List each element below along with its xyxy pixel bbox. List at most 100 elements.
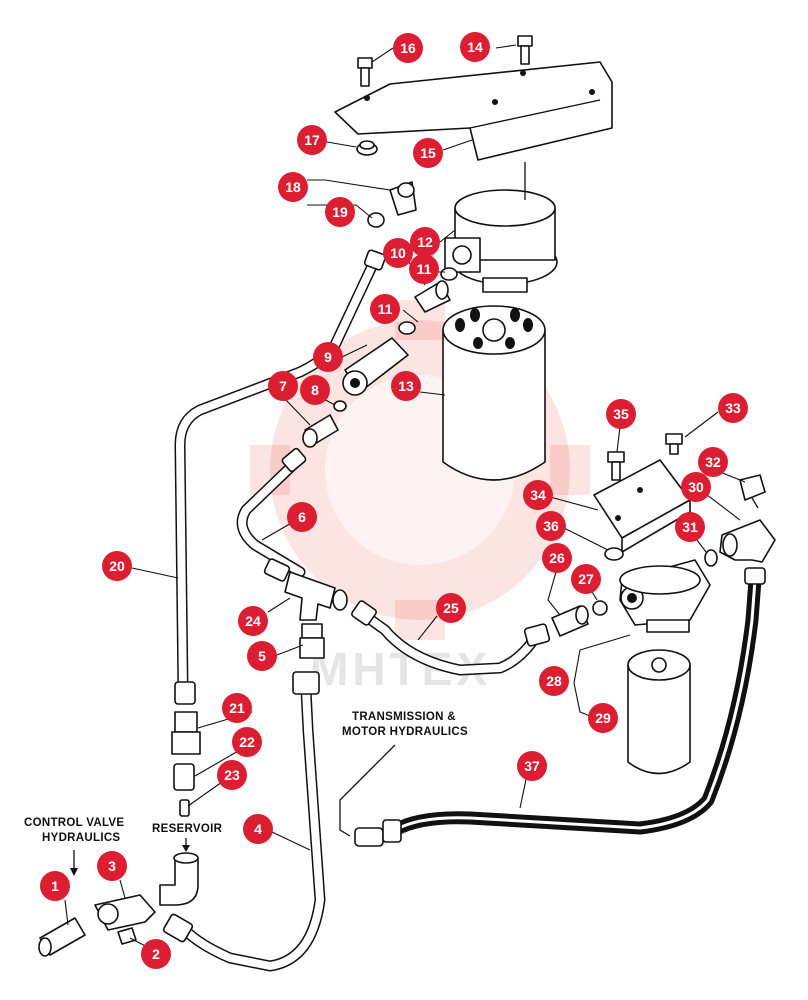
callout-14: 14	[460, 32, 490, 62]
callout-35: 35	[606, 399, 636, 429]
callout-25: 25	[436, 593, 466, 623]
tube-25	[351, 600, 551, 676]
callout-15: 15	[413, 138, 443, 168]
o-ring-19	[367, 212, 385, 228]
fitting-5	[299, 623, 325, 659]
svg-text:5: 5	[258, 648, 266, 664]
callout-4: 4	[243, 814, 273, 844]
callout-5: 5	[247, 641, 277, 671]
callout-1: 1	[40, 871, 70, 901]
callout-24: 24	[238, 606, 268, 636]
callout-13: 13	[391, 371, 421, 401]
reservoir-text: RESERVOIR	[152, 823, 223, 835]
svg-text:19: 19	[332, 204, 348, 220]
svg-text:27: 27	[578, 571, 594, 587]
callout-10: 10	[383, 238, 413, 268]
bushing-22	[173, 763, 195, 791]
svg-text:8: 8	[311, 382, 319, 398]
svg-text:30: 30	[688, 479, 704, 495]
svg-text:11: 11	[417, 261, 432, 277]
svg-text:3: 3	[108, 858, 116, 874]
svg-text:16: 16	[400, 40, 416, 56]
callout-31: 31	[675, 512, 705, 542]
plug-2	[117, 927, 137, 945]
o-ring-8	[333, 400, 347, 412]
bracket-34	[593, 459, 691, 553]
adapter-fitting-10	[414, 280, 451, 313]
callout-22: 22	[232, 727, 262, 757]
callout-34: 34	[523, 480, 553, 510]
tube-4	[162, 671, 326, 972]
callout-33: 33	[718, 393, 748, 423]
callout-badges: 1 2 3 4 5 6 7 8 9 10 11 11 12 13 14 15 1…	[40, 32, 748, 969]
fitting-26	[551, 605, 589, 637]
hose-37	[354, 567, 766, 847]
svg-text:36: 36	[543, 518, 559, 534]
svg-text:22: 22	[239, 734, 255, 750]
svg-text:32: 32	[705, 454, 721, 470]
filter-head-28	[619, 559, 711, 633]
check-valve	[342, 337, 409, 396]
callout-7: 7	[268, 371, 298, 401]
callout-9: 9	[313, 342, 343, 372]
svg-text:29: 29	[595, 710, 611, 726]
o-ring-11a	[440, 267, 458, 281]
reservoir-elbow	[159, 852, 199, 906]
o-ring-27	[592, 600, 608, 616]
tube-stub-23	[179, 799, 190, 817]
svg-text:17: 17	[304, 132, 320, 148]
callout-6: 6	[287, 502, 317, 532]
svg-text:24: 24	[245, 613, 261, 629]
svg-text:9: 9	[324, 349, 332, 365]
tee-fitting-24	[284, 571, 348, 621]
callout-19: 19	[325, 197, 355, 227]
svg-text:15: 15	[420, 145, 436, 161]
svg-text:33: 33	[725, 400, 741, 416]
callout-12: 12	[410, 227, 440, 257]
svg-text:37: 37	[524, 758, 540, 774]
control-valve-line1: CONTROL VALVE	[24, 817, 124, 829]
svg-text:26: 26	[549, 550, 565, 566]
bolt-33	[665, 433, 683, 455]
o-ring-31	[704, 549, 718, 567]
callout-20: 20	[102, 551, 132, 581]
fitting-21	[171, 711, 201, 755]
callout-21: 21	[222, 693, 252, 723]
control-valve-line2: HYDRAULICS	[42, 832, 120, 844]
tube-6	[236, 447, 307, 582]
filter-head	[444, 162, 558, 293]
svg-text:13: 13	[398, 378, 414, 394]
callout-3: 3	[97, 851, 127, 881]
callout-11b: 11	[370, 294, 400, 324]
callout-29: 29	[588, 703, 618, 733]
svg-text:25: 25	[443, 600, 459, 616]
label-reservoir: RESERVOIR	[152, 823, 223, 852]
nut-17	[356, 140, 378, 156]
svg-text:6: 6	[298, 509, 306, 525]
svg-text:10: 10	[390, 245, 406, 261]
svg-text:31: 31	[682, 519, 698, 535]
transmission-line2: MOTOR HYDRAULICS	[342, 726, 468, 738]
filter-cartridge	[442, 305, 546, 481]
callout-11a: 11	[409, 254, 439, 284]
callout-16: 16	[393, 33, 423, 63]
svg-text:34: 34	[530, 487, 546, 503]
svg-text:21: 21	[229, 700, 245, 716]
callout-2: 2	[141, 939, 171, 969]
bolt-14	[517, 35, 533, 65]
elbow-fitting-18	[389, 181, 417, 216]
nut-36	[604, 547, 624, 561]
callout-28: 28	[539, 666, 569, 696]
mounting-bracket	[334, 61, 613, 161]
label-transmission: TRANSMISSION & MOTOR HYDRAULICS	[339, 711, 468, 837]
callout-30: 30	[681, 472, 711, 502]
svg-text:2: 2	[152, 946, 160, 962]
svg-text:4: 4	[254, 821, 262, 837]
callout-8: 8	[300, 375, 330, 405]
elbow-fitting-3	[94, 894, 156, 931]
bolt-35	[607, 451, 625, 481]
callout-37: 37	[517, 751, 547, 781]
svg-text:28: 28	[546, 673, 562, 689]
svg-text:14: 14	[467, 39, 483, 55]
callout-18: 18	[278, 172, 308, 202]
